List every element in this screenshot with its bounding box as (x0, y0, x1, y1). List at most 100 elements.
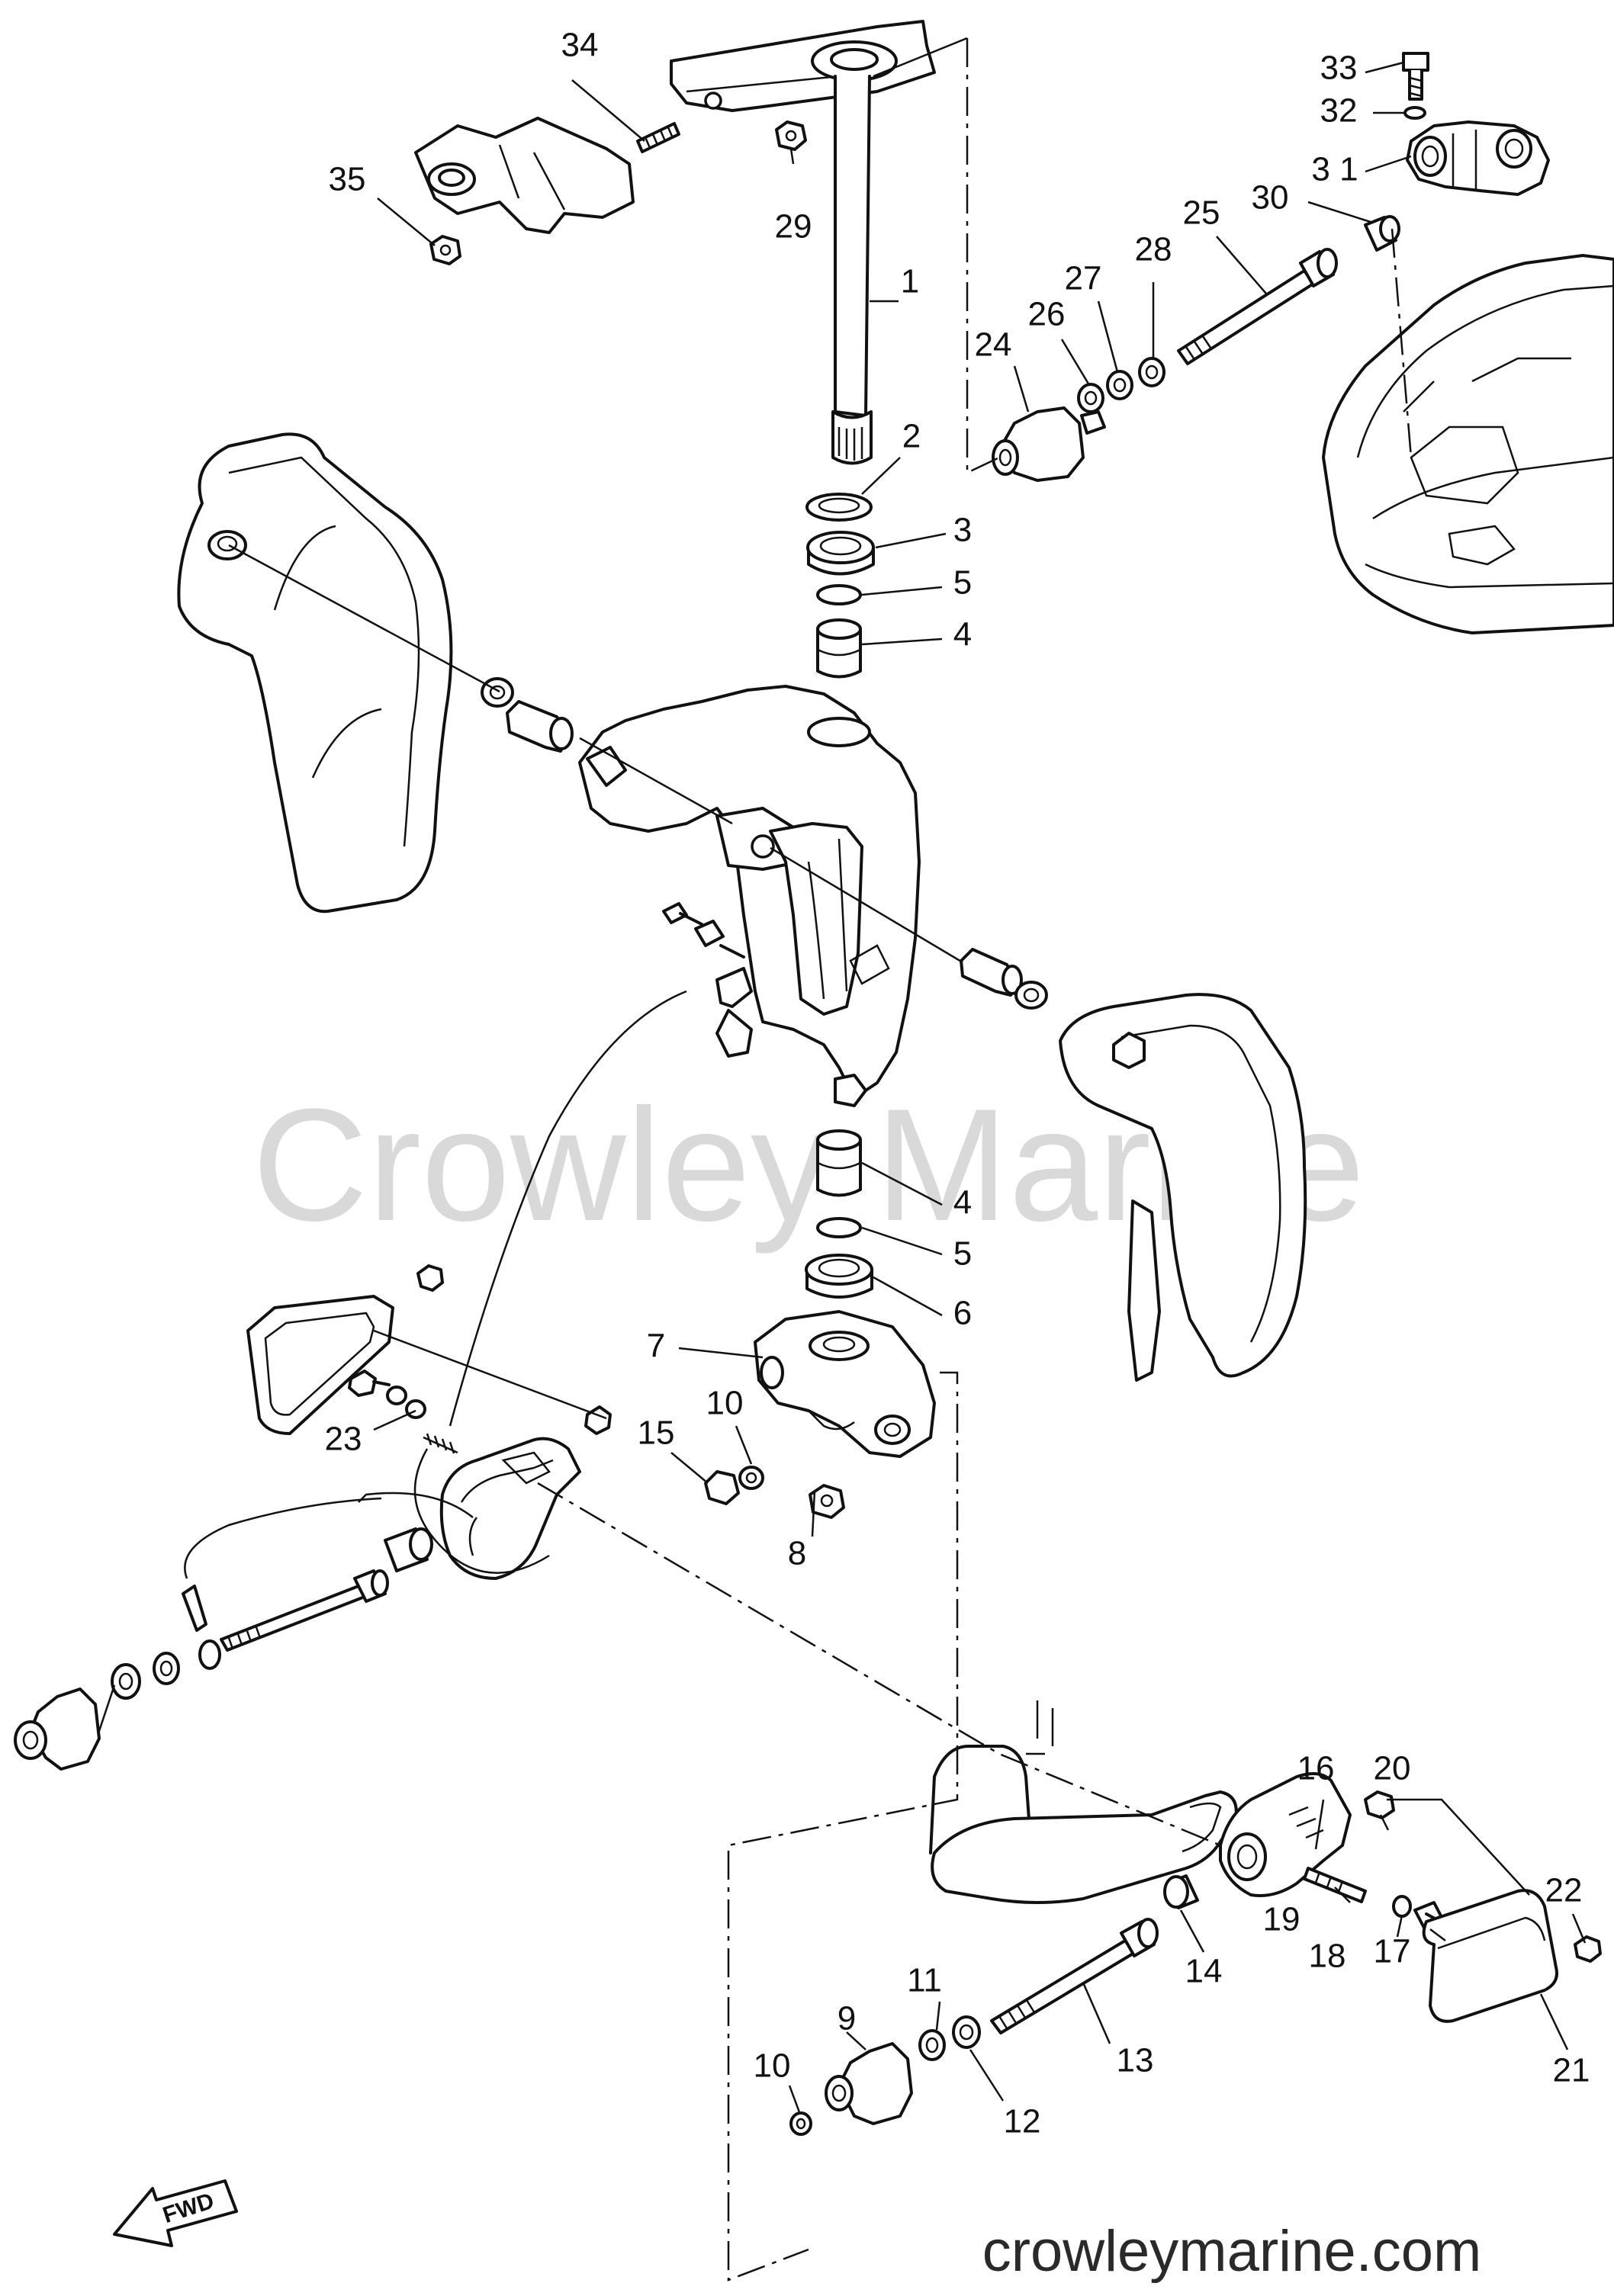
part-26-washer (1077, 383, 1104, 413)
lower-link-spring (423, 1433, 458, 1454)
part-5-o-ring-lower (816, 1217, 862, 1238)
part-4-bushing-upper (816, 618, 862, 679)
callout-30: 30 (1252, 179, 1289, 217)
part-12-washer (952, 2015, 981, 2049)
callout-13: 13 (1117, 2042, 1154, 2079)
part-16-bracket (1219, 1772, 1352, 1897)
tilt-pin-bushing-right (960, 948, 1023, 997)
part-8-nut (809, 1484, 845, 1519)
part-18-washer (1392, 1895, 1412, 1918)
site-url-text: crowleymarine.com (982, 2219, 1482, 2284)
callout-22: 22 (1545, 1872, 1583, 1909)
part-2-washer (805, 493, 873, 522)
callout-35: 35 (329, 161, 366, 198)
part-15-cap-nut (704, 1470, 740, 1505)
callout-4-upper: 4 (953, 616, 972, 653)
callout-17: 17 (1374, 1933, 1411, 1970)
part-31-clamp (1406, 120, 1550, 196)
part-9-rubber-mount (825, 2042, 913, 2125)
callout-34: 34 (561, 27, 599, 64)
left-cover-plate (246, 1295, 394, 1435)
part-10-washer-lower (789, 2111, 812, 2136)
callout-28: 28 (1135, 231, 1172, 268)
part-35-nut (429, 235, 461, 265)
swivel-bracket (578, 685, 921, 1107)
part-13-bolt (990, 1918, 1159, 2034)
left-bolt-washers (348, 1370, 426, 1419)
callout-15: 15 (638, 1415, 675, 1452)
part-33-bolt (1402, 52, 1429, 101)
callout-33: 33 (1320, 50, 1358, 87)
part-14-collar (1163, 1874, 1199, 1909)
callout-25: 25 (1183, 194, 1220, 232)
left-mount-collar (384, 1527, 433, 1572)
callout-9: 9 (838, 2000, 856, 2037)
callout-3: 3 (953, 512, 972, 549)
callout-29: 29 (775, 208, 812, 246)
callout-10-lower: 10 (754, 2047, 791, 2085)
callout-6: 6 (953, 1295, 972, 1332)
part-34-stud (636, 122, 680, 153)
callout-19: 19 (1263, 1901, 1301, 1938)
bottom-cowling-top-right (1322, 254, 1614, 634)
callout-20: 20 (1374, 1750, 1411, 1787)
grease-nipple-bolts (662, 902, 745, 959)
part-28-washer (1138, 357, 1165, 387)
left-grease-line (182, 1497, 382, 1632)
part-25-bolt (1177, 248, 1338, 365)
tilt-pin-washer-right (1014, 981, 1048, 1010)
callout-11: 11 (907, 1962, 942, 1999)
callout-24: 24 (975, 326, 1012, 364)
callout-1: 1 (901, 263, 919, 300)
part-4-bushing-lower (816, 1129, 862, 1197)
callout-18: 18 (1309, 1938, 1346, 1975)
part-11-washer (918, 2029, 946, 2061)
part-20-nut (1364, 1790, 1395, 1819)
tilt-pin-bushing-left (506, 700, 574, 753)
part-5-o-ring (816, 584, 862, 605)
callout-8: 8 (788, 1535, 806, 1572)
small-bolt-upper (416, 1264, 444, 1292)
part-30-collar (1364, 215, 1400, 252)
part-10-washer (738, 1466, 764, 1490)
steering-arm (670, 20, 936, 112)
part-22-screw (1574, 1935, 1602, 1963)
left-mount-washers (111, 1639, 221, 1700)
left-clamp-bracket (177, 432, 453, 914)
callout-23: 23 (325, 1421, 362, 1458)
lower-unit-housing (929, 1700, 1238, 1904)
part-19-stud (1303, 1867, 1367, 1903)
part-24-rubber-mount (992, 406, 1106, 482)
callout-2: 2 (902, 418, 921, 455)
callout-32: 32 (1320, 92, 1358, 130)
tilt-pin-washer-left (481, 677, 514, 708)
part-29-nut (775, 120, 807, 151)
callout-26: 26 (1028, 296, 1066, 333)
callout-4-lower: 4 (953, 1184, 972, 1222)
callout-12: 12 (1004, 2103, 1041, 2140)
callout-21: 21 (1553, 2052, 1590, 2089)
left-mount-bolt (220, 1569, 389, 1652)
part-27-washer (1106, 370, 1133, 400)
callout-5-upper: 5 (953, 564, 972, 602)
part-3-seal (806, 531, 875, 576)
left-lower-bracket (439, 1437, 581, 1580)
steering-shaft (831, 75, 873, 465)
callout-31: 3 1 (1311, 151, 1358, 188)
steering-link-bracket (414, 117, 635, 234)
small-bolt-right (584, 1405, 612, 1435)
part-32-washer (1403, 106, 1426, 120)
right-clamp-bracket (1059, 993, 1307, 1382)
fwd-direction-arrow: FWD (113, 2179, 238, 2247)
callout-10-upper: 10 (706, 1385, 744, 1422)
callout-16: 16 (1297, 1750, 1335, 1787)
part-7-lower-arm (754, 1310, 936, 1458)
callout-14: 14 (1185, 1953, 1223, 1990)
callout-labels: 1 2 3 5 4 4 5 6 7 8 9 10 10 11 12 13 14 … (325, 27, 1590, 2140)
part-21-cover (1422, 1889, 1558, 2023)
part-6-seal (805, 1254, 873, 1299)
callout-5-lower: 5 (953, 1235, 972, 1273)
left-rubber-mount (14, 1687, 101, 1771)
leader-lines (373, 61, 1587, 2113)
